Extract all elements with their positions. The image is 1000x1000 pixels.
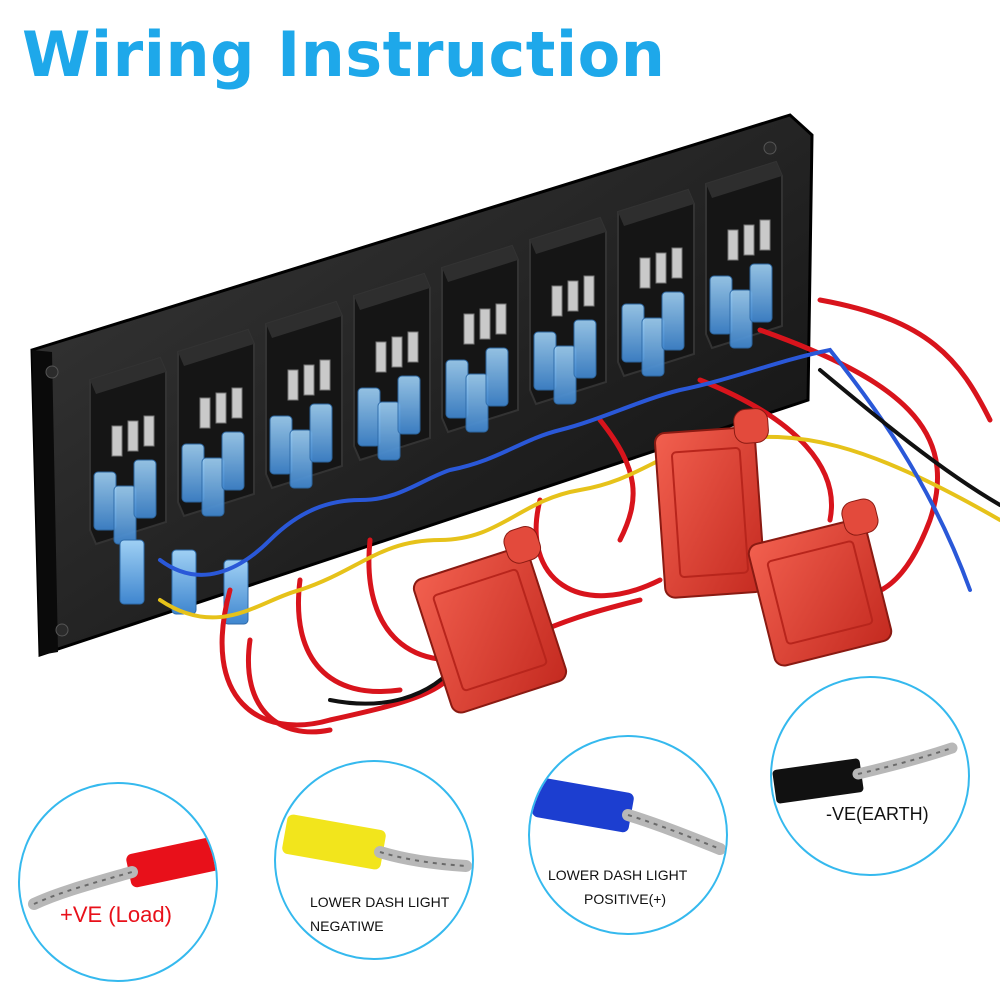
legend-label-line2: NEGATIWE bbox=[310, 918, 384, 934]
terminal-tab bbox=[495, 303, 507, 335]
rocker-switch bbox=[705, 160, 783, 350]
spade-connector bbox=[377, 401, 401, 461]
rocker-switch bbox=[617, 188, 695, 378]
spade-connector bbox=[729, 289, 753, 349]
wire-blue bbox=[158, 347, 972, 592]
rocker-switch bbox=[265, 300, 343, 490]
legend-dash-negative: LOWER DASH LIGHT NEGATIWE bbox=[274, 760, 474, 960]
terminal-tab bbox=[743, 224, 755, 256]
wire-black bbox=[818, 368, 1000, 507]
terminal-tab bbox=[759, 219, 771, 251]
terminal-tab bbox=[287, 369, 299, 401]
rocker-switch bbox=[353, 272, 431, 462]
spade-connector bbox=[269, 415, 293, 475]
terminal-tab bbox=[303, 364, 315, 396]
spade-connector bbox=[749, 263, 773, 323]
wire-strands-icon bbox=[28, 866, 138, 910]
spade-connector bbox=[397, 375, 421, 435]
terminal-tab bbox=[143, 415, 155, 447]
terminal-tab bbox=[215, 392, 227, 424]
terminal-tab bbox=[391, 336, 403, 368]
spade-connector bbox=[709, 275, 733, 335]
terminal-tab bbox=[671, 247, 683, 279]
mount-hole-icon bbox=[763, 141, 777, 155]
terminal-tab bbox=[463, 313, 475, 345]
spade-connector bbox=[181, 443, 205, 503]
spade-connector bbox=[289, 429, 313, 489]
wire-insulation-red bbox=[126, 837, 216, 888]
terminal-tab bbox=[583, 275, 595, 307]
wire-red bbox=[296, 577, 403, 694]
panel-edge bbox=[32, 350, 58, 655]
spade-connector bbox=[309, 403, 333, 463]
legend-label-line2: POSITIVE(+) bbox=[584, 891, 667, 907]
legend-label: -VE(EARTH) bbox=[826, 804, 929, 824]
spade-connector bbox=[573, 319, 597, 379]
wire-red bbox=[697, 377, 834, 523]
wire-red bbox=[246, 637, 333, 735]
terminal-tab bbox=[639, 257, 651, 289]
spade-connector bbox=[621, 303, 645, 363]
spade-connector bbox=[485, 347, 509, 407]
spade-connector bbox=[553, 345, 577, 405]
spade-connector bbox=[119, 539, 145, 605]
wire-yellow bbox=[158, 434, 1000, 620]
spade-connector bbox=[93, 471, 117, 531]
spade-connector bbox=[357, 387, 381, 447]
spade-connector bbox=[445, 359, 469, 419]
legend-dash-positive: LOWER DASH LIGHT POSITIVE(+) bbox=[528, 735, 728, 935]
rocker-switch bbox=[529, 216, 607, 406]
wire-insulation-blue bbox=[532, 777, 634, 833]
terminal-tab bbox=[727, 229, 739, 261]
terminal-tab bbox=[655, 252, 667, 284]
terminal-tab bbox=[551, 285, 563, 317]
spade-connector bbox=[641, 317, 665, 377]
spade-connector bbox=[113, 485, 137, 545]
legend-earth: -VE(EARTH) bbox=[770, 676, 970, 876]
fuse-holder bbox=[747, 498, 893, 667]
fuse-holder bbox=[654, 408, 769, 599]
mount-hole-icon bbox=[55, 623, 69, 637]
legend-label-line1: LOWER DASH LIGHT bbox=[548, 867, 688, 883]
legend-label-line1: LOWER DASH LIGHT bbox=[310, 894, 450, 910]
fuse-holder bbox=[412, 526, 568, 714]
spade-connector bbox=[661, 291, 685, 351]
spade-connector bbox=[221, 431, 245, 491]
terminal-tab bbox=[407, 331, 419, 363]
spade-connector bbox=[465, 373, 489, 433]
rocker-switch bbox=[441, 244, 519, 434]
legend-positive-load: +VE (Load) bbox=[18, 782, 218, 982]
wire-insulation-black bbox=[772, 758, 864, 804]
terminal-tab bbox=[111, 425, 123, 457]
wire-red bbox=[597, 417, 636, 543]
mount-hole-icon bbox=[45, 365, 59, 379]
spade-connector bbox=[171, 549, 197, 615]
terminal-tab bbox=[375, 341, 387, 373]
wire-insulation-yellow bbox=[282, 814, 386, 870]
terminal-tab bbox=[199, 397, 211, 429]
spade-connector bbox=[223, 559, 249, 625]
spade-connector bbox=[133, 459, 157, 519]
terminal-tab bbox=[231, 387, 243, 419]
legend-label: +VE (Load) bbox=[60, 902, 172, 927]
terminal-tab bbox=[127, 420, 139, 452]
wire-red bbox=[817, 297, 993, 423]
rocker-switch bbox=[89, 356, 167, 546]
rocker-switch bbox=[177, 328, 255, 518]
terminal-tab bbox=[567, 280, 579, 312]
spade-connector bbox=[201, 457, 225, 517]
wire-strands-icon bbox=[374, 846, 472, 872]
switch-panel-illustration bbox=[30, 113, 1000, 735]
terminal-tab bbox=[479, 308, 491, 340]
wire-red bbox=[533, 497, 663, 599]
terminal-tab bbox=[319, 359, 331, 391]
page-title: Wiring Instruction bbox=[22, 18, 666, 91]
spade-connector bbox=[533, 331, 557, 391]
